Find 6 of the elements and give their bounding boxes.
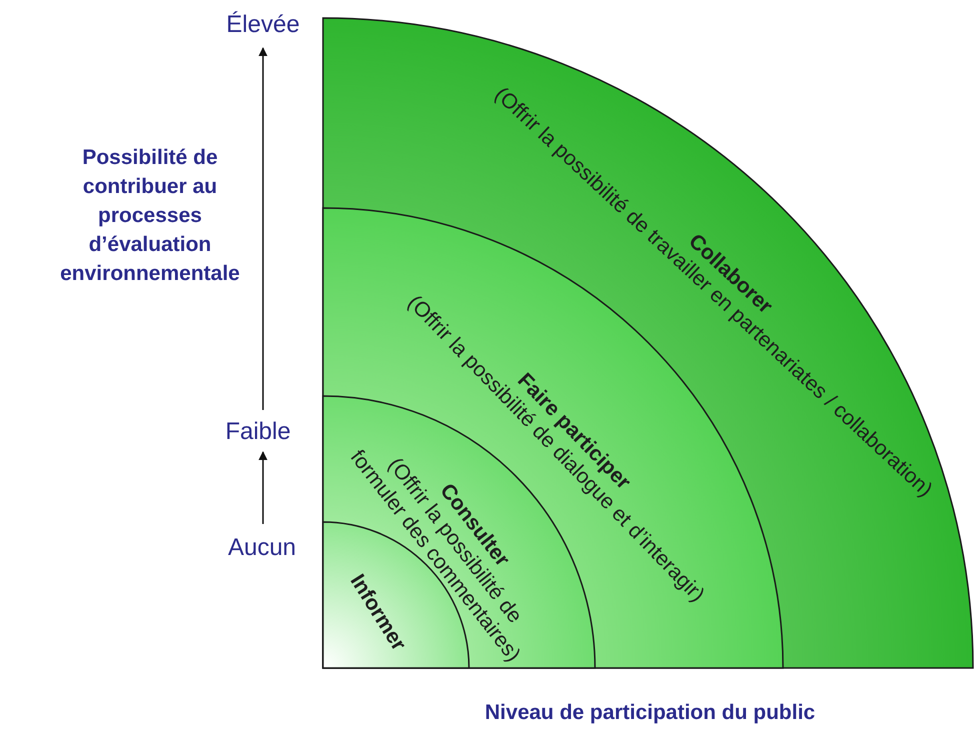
axis-title: Niveau de participation du public: [484, 700, 816, 726]
quarter-circle-band: [323, 18, 973, 668]
axis-title: Possibilité de contribuer au processes d’évaluation environnementale: [59, 144, 241, 286]
axis-tick-label: Élevée: [225, 11, 301, 39]
axis-tick-label: Faible: [224, 418, 292, 446]
axis-tick-label: Aucun: [226, 534, 298, 562]
